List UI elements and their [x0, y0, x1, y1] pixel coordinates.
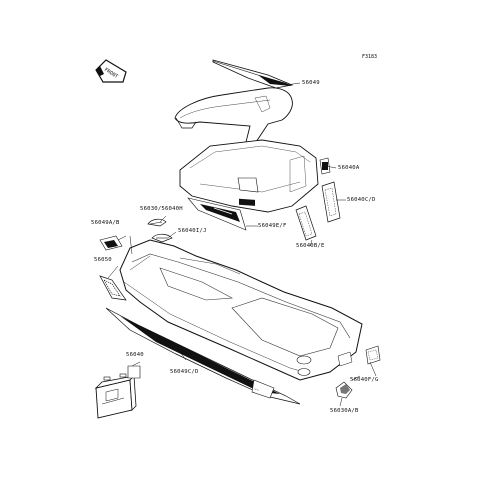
part-label-56050: 56050 — [94, 257, 112, 263]
part-label-56049E-F: 56049E/F — [258, 223, 287, 229]
part-label-56040A: 56040A — [338, 165, 360, 171]
decal-56040C-D — [321, 181, 341, 223]
battery — [94, 365, 141, 419]
clip-56040I-J — [151, 233, 173, 243]
part-label-56049C-D: 56049C/D — [170, 369, 199, 375]
front-direction-badge: FRONT — [95, 59, 127, 83]
hull-side-stripe: ~~ — [105, 307, 301, 405]
svg-text:~~: ~~ — [253, 386, 260, 393]
hull — [119, 239, 363, 381]
decal-56040A — [319, 157, 331, 175]
part-label-56030-56040H: 56030/56040H — [140, 206, 183, 212]
part-label-56040B-E: 56040B/E — [296, 243, 325, 249]
decal-56040B-E — [295, 205, 317, 241]
part-label-56049A-B: 56049A/B — [91, 220, 120, 226]
handlebar-pad — [174, 87, 293, 143]
clip-56030-56040H — [147, 218, 167, 227]
part-label-56030A-B: 56030A/B — [330, 408, 359, 414]
figure-number: F3183 — [362, 54, 378, 60]
engine-hood — [179, 139, 319, 231]
leader-lines — [107, 82, 377, 407]
part-label-56040I-J: 56040I/J — [178, 228, 207, 234]
decal-56050 — [99, 275, 127, 301]
decal-56049A-B — [99, 235, 123, 251]
part-label-56040: 56040 — [126, 352, 144, 358]
part-label-56040F-G: 56040F/G — [350, 377, 379, 383]
decal-56040F-G — [365, 345, 381, 365]
top-decal-strip — [212, 59, 294, 89]
part-label-56049: 56049 — [302, 80, 320, 86]
decal-56030A-B — [335, 381, 353, 399]
part-label-56040C-D: 56040C/D — [347, 197, 376, 203]
